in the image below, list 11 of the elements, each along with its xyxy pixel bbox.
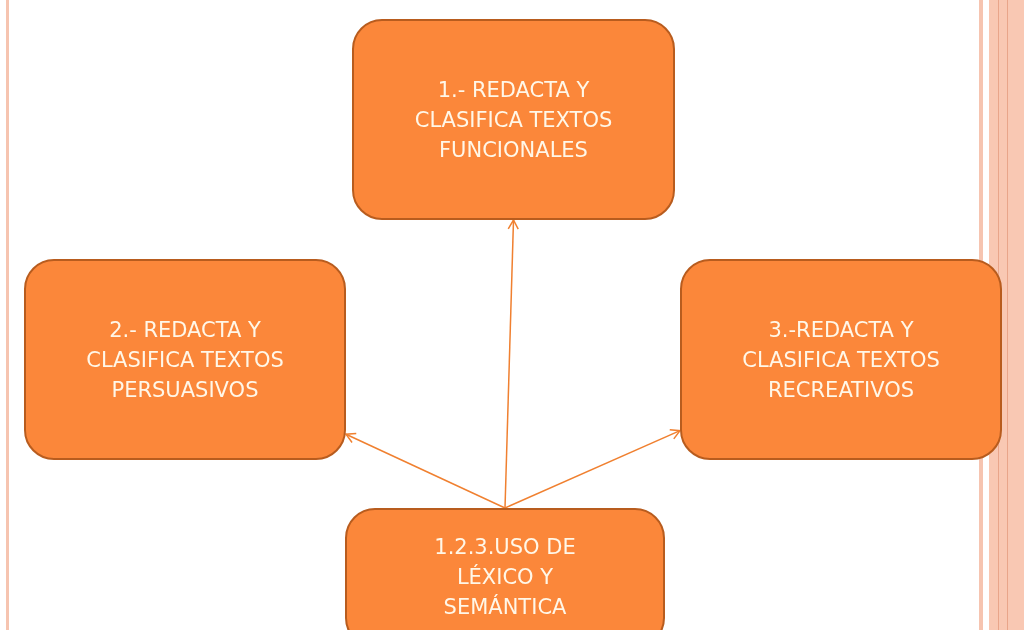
rounded-box [24, 259, 346, 460]
box-text: 3.-REDACTA Y CLASIFICA TEXTOS RECREATIVOS [741, 316, 941, 404]
box-text: 1.2.3.USO DE LÉXICO Y SEMÁNTICA [433, 534, 577, 621]
arrow [504, 428, 681, 509]
arrow [345, 432, 506, 509]
rounded-box [352, 19, 675, 220]
box-text: 2.- REDACTA Y CLASIFICA TEXTOS PERSUASIVOS [85, 316, 285, 404]
rounded-box [680, 259, 1002, 460]
box-text: 1.- REDACTA Y CLASIFICA TEXTOS FUNCIONALES [413, 76, 614, 164]
rounded-box [345, 508, 665, 630]
arrow [504, 219, 519, 509]
